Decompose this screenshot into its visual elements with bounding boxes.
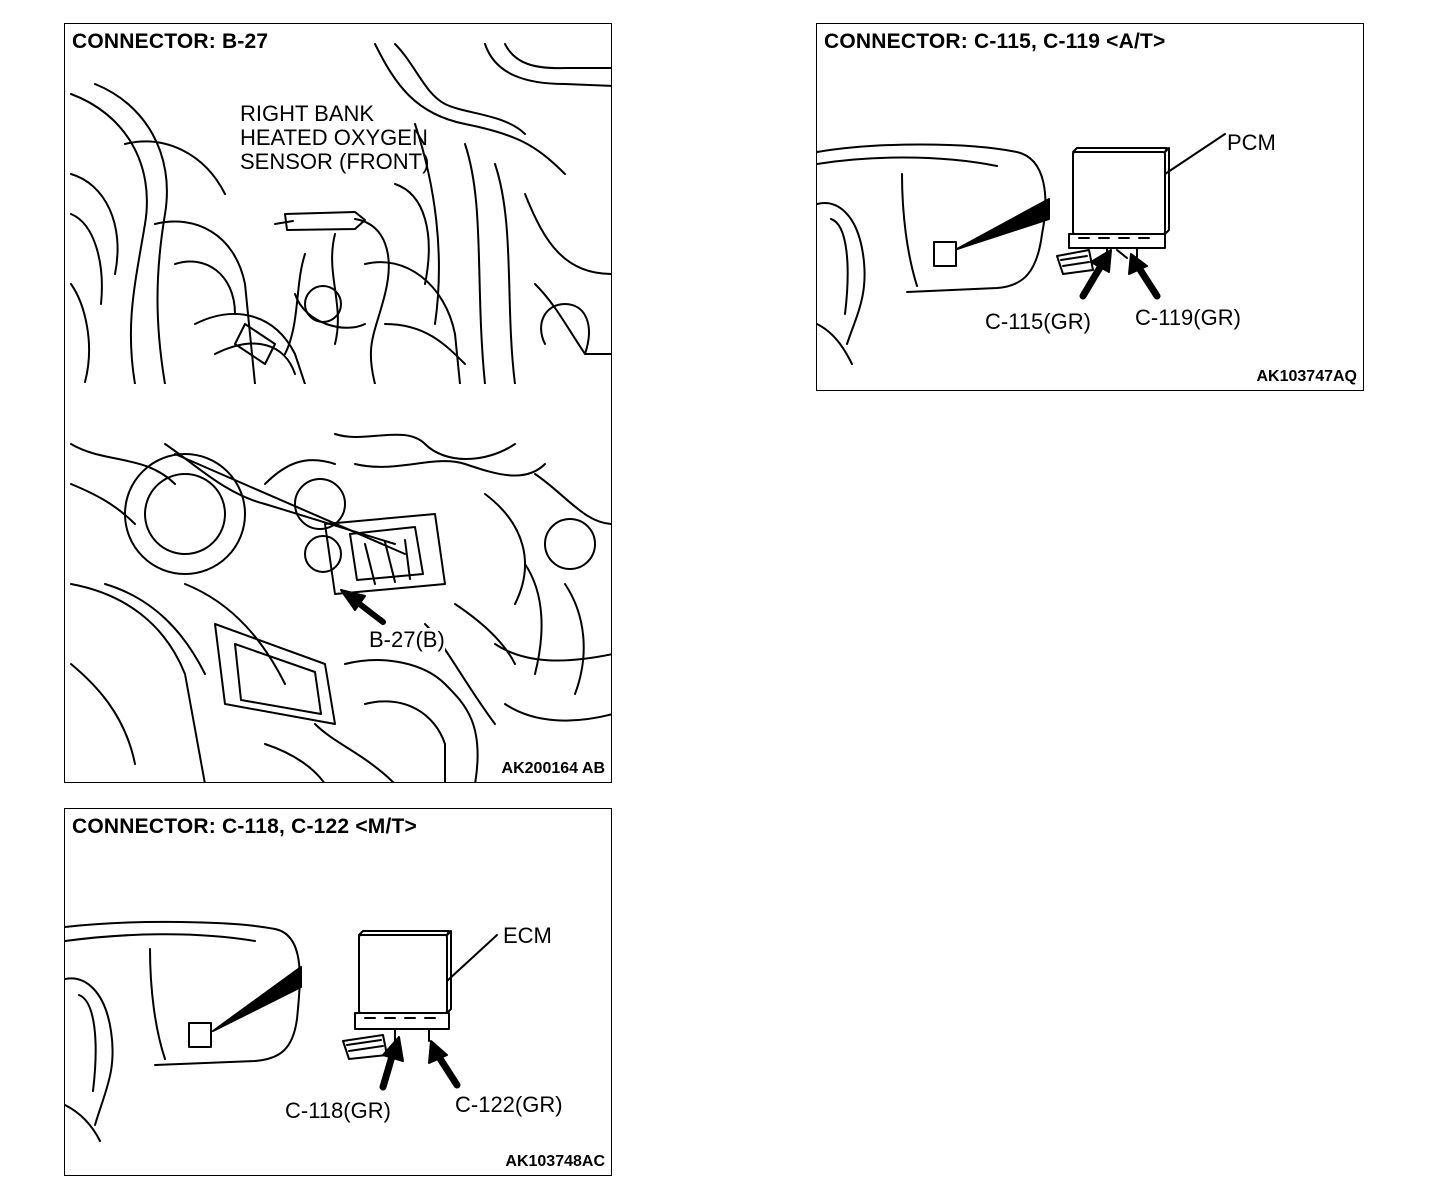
- panel-title: CONNECTOR: C-115, C-119 <A/T>: [824, 30, 1170, 54]
- panel-title: CONNECTOR: B-27: [72, 30, 273, 54]
- connector-box: [188, 1022, 212, 1048]
- pcm-module: [1072, 151, 1166, 235]
- connector-label-c122: C-122(GR): [455, 1092, 563, 1117]
- ecm-module: [358, 934, 448, 1014]
- panel-title: CONNECTOR: C-118, C-122 <M/T>: [72, 815, 421, 839]
- panel-connector-c118-c122: CONNECTOR: C-118, C-122 <M/T> ECM C-118(…: [64, 808, 612, 1176]
- connector-label-c115: C-115(GR): [985, 309, 1091, 334]
- ecm-label: ECM: [503, 923, 552, 948]
- figure-code: AK200164 AB: [498, 760, 605, 778]
- dashboard-outline: [65, 920, 301, 1066]
- panel-connector-b27: CONNECTOR: B-27: [64, 23, 612, 783]
- dashboard-ecm-illustration: [65, 920, 498, 1142]
- connector-label-b27: B-27(B): [369, 627, 445, 652]
- engine-illustration: [65, 43, 611, 782]
- ecm-leader-line: [446, 934, 498, 982]
- figure-code: AK103748AC: [502, 1153, 605, 1171]
- steering-wheel: [817, 202, 866, 345]
- pcm-label: PCM: [1227, 130, 1276, 155]
- panel-connector-c115-c119: CONNECTOR: C-115, C-119 <A/T> PCM C-115(…: [816, 23, 1364, 391]
- connector-label-c119: C-119(GR): [1135, 305, 1241, 330]
- steering-wheel: [65, 977, 114, 1126]
- pcm-leader-line: [1164, 133, 1226, 175]
- dashboard-pcm-illustration: [817, 133, 1226, 365]
- connector-box: [933, 241, 957, 267]
- figure-code: AK103747AQ: [1253, 368, 1357, 386]
- lower-engine-view: [70, 433, 611, 782]
- connector-label-c118: C-118(GR): [285, 1098, 391, 1123]
- pointer-wedge: [956, 198, 1050, 250]
- pointer-wedge: [212, 966, 302, 1032]
- sensor-label: RIGHT BANK HEATED OXYGEN SENSOR (FRONT): [240, 101, 430, 174]
- upper-engine-view: [70, 43, 611, 385]
- dashboard-outline: [817, 143, 1047, 293]
